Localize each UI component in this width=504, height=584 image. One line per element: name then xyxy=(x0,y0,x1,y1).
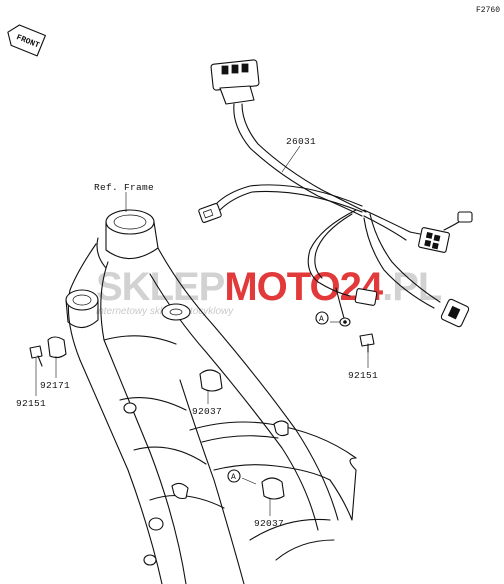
callout-92151-left: 92151 xyxy=(16,398,46,409)
svg-text:A: A xyxy=(319,315,324,324)
front-arrow-icon: FRONT xyxy=(7,24,46,57)
watermark-brand-4: .PL xyxy=(382,265,442,309)
bolt-right-icon xyxy=(359,333,375,353)
clamp-92037-mid-icon xyxy=(199,369,223,392)
ref-marker-a-frame: A xyxy=(227,469,241,483)
leader-lines xyxy=(35,145,369,516)
watermark-brand-2: MOTO xyxy=(224,265,339,309)
clamp-92171-icon xyxy=(47,336,67,359)
figure-code: F2760 xyxy=(476,6,500,15)
frame-drawing xyxy=(65,209,357,584)
callout-92037-mid: 92037 xyxy=(192,406,222,417)
bolt-left-icon xyxy=(29,345,43,367)
callout-92151-right: 92151 xyxy=(348,370,378,381)
svg-text:SKLEPMOTO24.PL: SKLEPMOTO24.PL xyxy=(96,265,442,309)
watermark-brand-1: SKLEP xyxy=(96,265,225,309)
ref-frame-label: Ref. Frame xyxy=(94,182,154,193)
hardware xyxy=(29,333,375,500)
ref-marker-a-harness: A xyxy=(315,311,329,325)
watermark: SKLEPMOTO24.PL internetowy sklep motocyk… xyxy=(96,265,443,317)
callout-26031: 26031 xyxy=(286,136,316,147)
wiring-harness xyxy=(198,59,473,328)
callout-92037-low: 92037 xyxy=(254,518,284,529)
svg-text:A: A xyxy=(231,473,236,482)
callout-92171: 92171 xyxy=(40,380,70,391)
clamp-92037-low-icon xyxy=(261,477,285,500)
